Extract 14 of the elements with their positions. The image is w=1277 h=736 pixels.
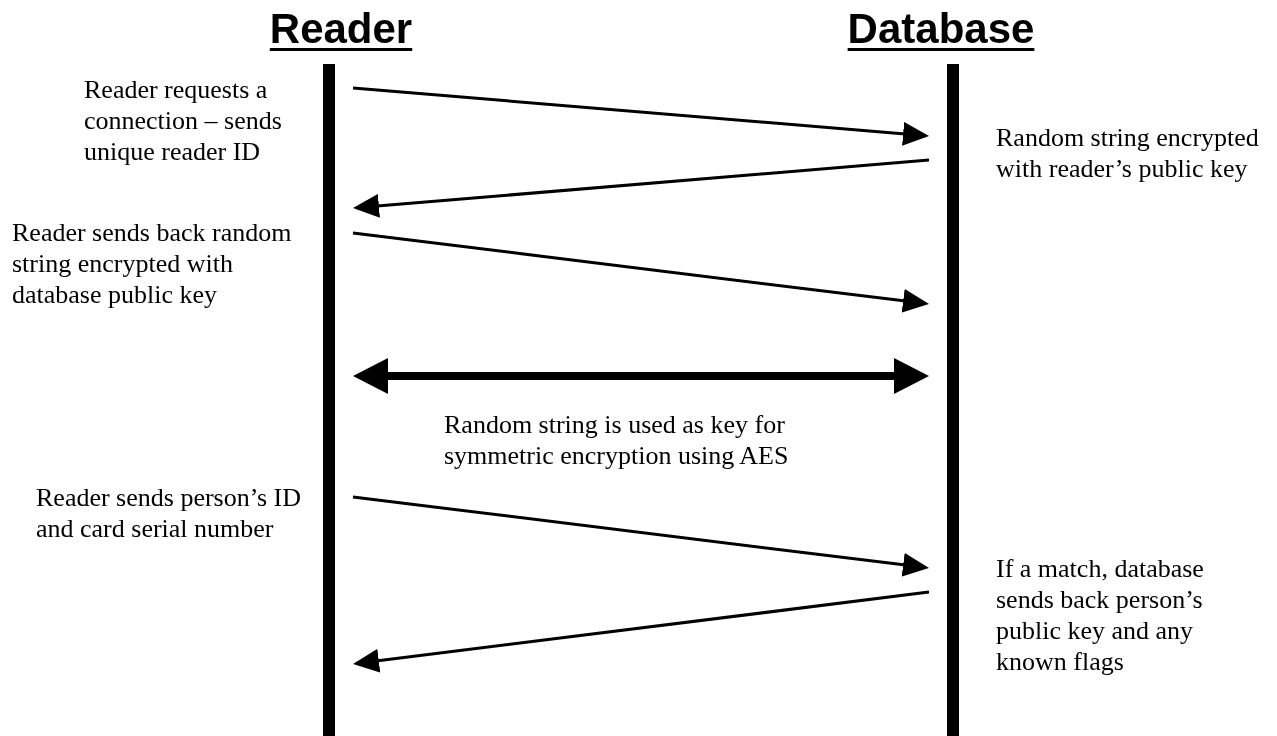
edge-label: Reader sends back random string encrypted with database public key — [12, 217, 293, 310]
arrow — [353, 158, 930, 218]
arrow — [353, 590, 930, 673]
lifeline-heading: Database — [847, 6, 1035, 52]
arrow — [353, 358, 929, 394]
edge-label: Reader requests a connection – sends unique reader ID — [84, 74, 283, 167]
arrow — [352, 495, 929, 577]
arrow — [352, 86, 929, 146]
arrow — [352, 231, 929, 313]
edge-label: Random string encrypted with reader’s public key — [996, 122, 1260, 184]
lifeline-heading: Reader — [269, 6, 413, 52]
edge-label: If a match, database sends back person’s public key and any known flags — [996, 553, 1205, 677]
edge-label: Reader sends person’s ID and card serial number — [36, 482, 302, 544]
edge-label: Random string is used as key for symmetric encryption using AES — [444, 409, 790, 471]
